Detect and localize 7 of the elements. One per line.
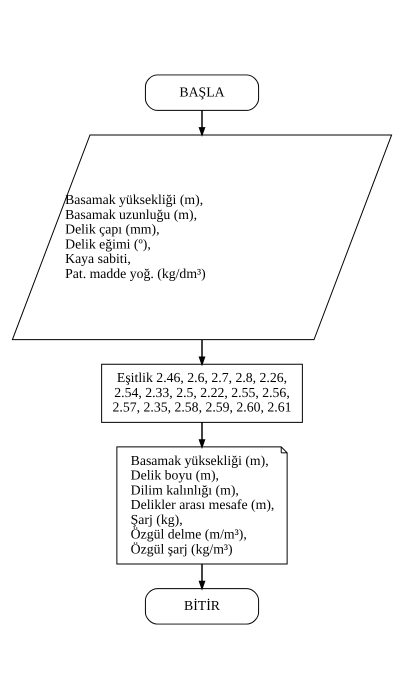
arrow [198, 110, 206, 136]
node-box: Eşitlik 2.46, 2.6, 2.7, 2.8, 2.26, 2.54, 2.33, 2.5, 2.22, 2.55, 2.56, 2.57, 2.35, 2.58, 2.59, 2.60, 2.61 [101, 363, 303, 422]
node-box: BAŞLA [144, 74, 260, 110]
arrow [198, 339, 206, 366]
node-box: BİTİR [144, 588, 260, 624]
arrow [198, 564, 206, 590]
arrow [198, 422, 206, 449]
